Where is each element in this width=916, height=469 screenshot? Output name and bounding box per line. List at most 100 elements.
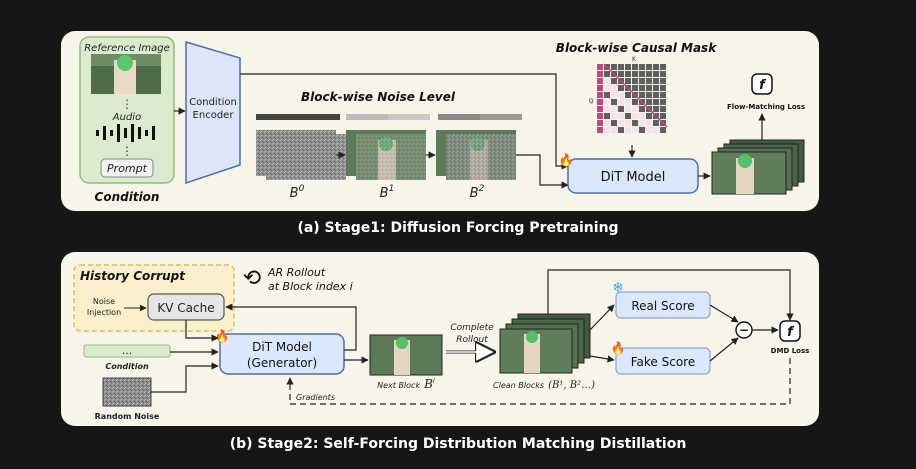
mask-cell bbox=[660, 78, 666, 84]
reference-image-label: Reference Image bbox=[84, 43, 170, 54]
mask-cell bbox=[639, 92, 645, 98]
mask-cell bbox=[632, 113, 638, 119]
mask-cell bbox=[646, 78, 652, 84]
loss-symbol-stage1: f bbox=[759, 78, 767, 93]
mask-cell bbox=[646, 113, 652, 119]
mask-cell bbox=[618, 85, 624, 91]
condition-input: ... Condition bbox=[83, 344, 171, 371]
mask-cell bbox=[660, 113, 666, 119]
ar-rollout-line2: at Block index i bbox=[268, 280, 353, 293]
mask-cell bbox=[639, 85, 645, 91]
audio-label: Audio bbox=[112, 112, 141, 123]
random-noise-label: Random Noise bbox=[95, 412, 160, 421]
mask-cell bbox=[660, 92, 666, 98]
dit-model-label: DiT Model bbox=[601, 170, 666, 185]
mask-cell bbox=[618, 99, 624, 105]
mask-cell bbox=[611, 78, 617, 84]
loss-symbol-stage2: f bbox=[787, 325, 795, 340]
mask-cell bbox=[611, 120, 617, 126]
mask-cell bbox=[618, 64, 624, 70]
mask-cell bbox=[611, 113, 617, 119]
complete-rollout-line1: Complete bbox=[450, 323, 494, 333]
mask-cell bbox=[653, 120, 659, 126]
complete-rollout-line2: Rollout bbox=[456, 335, 488, 345]
mask-cell bbox=[653, 106, 659, 112]
mask-cell bbox=[625, 127, 631, 133]
block-label-0: B0 bbox=[290, 184, 305, 201]
fake-score-box: Fake Score 🔥 bbox=[611, 341, 711, 375]
mask-cell bbox=[618, 71, 624, 77]
random-noise-input: Random Noise bbox=[95, 377, 160, 421]
noise-to-dit-arrow bbox=[151, 362, 219, 393]
dmd-loss-label: DMD Loss bbox=[771, 347, 810, 355]
mask-cell bbox=[625, 106, 631, 112]
mask-cell bbox=[611, 92, 617, 98]
gradients-label: Gradients bbox=[296, 393, 335, 402]
fire-icon-fake-score: 🔥 bbox=[611, 341, 626, 355]
mask-cell bbox=[618, 127, 624, 133]
noise-level-title: Block-wise Noise Level bbox=[301, 90, 456, 104]
mask-cell bbox=[597, 127, 603, 133]
mask-cell bbox=[604, 120, 610, 126]
mask-cell bbox=[632, 106, 638, 112]
mask-cell bbox=[625, 64, 631, 70]
real-score-box: Real Score ❄ bbox=[612, 280, 711, 319]
mask-cell bbox=[604, 99, 610, 105]
mask-cell bbox=[632, 64, 638, 70]
mask-cell bbox=[660, 85, 666, 91]
clean-blocks-label: Clean Blocks(B¹, B²…) bbox=[493, 380, 595, 391]
mask-cell bbox=[660, 71, 666, 77]
clean-to-fake-arrow bbox=[589, 355, 615, 363]
minus-operator: − bbox=[735, 321, 753, 339]
condition-ellipsis-1: ⋮ bbox=[121, 97, 133, 111]
mask-cell bbox=[653, 127, 659, 133]
fire-icon-stage1: 🔥 bbox=[559, 153, 574, 167]
noise-bar-1 bbox=[346, 114, 430, 120]
mask-cell bbox=[632, 71, 638, 77]
mask-cell bbox=[611, 127, 617, 133]
mask-cell bbox=[639, 78, 645, 84]
mask-cell bbox=[646, 99, 652, 105]
mask-cell bbox=[604, 106, 610, 112]
stage2-caption: (b) Stage2: Self-Forcing Distribution Ma… bbox=[229, 436, 687, 452]
clean-to-dmd-top-arrow bbox=[547, 269, 794, 321]
mask-cell bbox=[625, 78, 631, 84]
condition-group: Reference Image ⋮ Audio ⋮ Prompt Conditi… bbox=[79, 36, 175, 204]
mask-cell bbox=[646, 71, 652, 77]
condition-encoder: Condition Encoder bbox=[185, 40, 241, 185]
mask-cell bbox=[597, 71, 603, 77]
mask-cell bbox=[646, 85, 652, 91]
mask-cell bbox=[597, 99, 603, 105]
mask-cell bbox=[625, 99, 631, 105]
mask-cell bbox=[597, 78, 603, 84]
mask-cell bbox=[597, 113, 603, 119]
mask-cell bbox=[632, 78, 638, 84]
condition-label: Condition bbox=[95, 190, 160, 204]
next-block-frame bbox=[369, 334, 443, 376]
mask-cell bbox=[618, 92, 624, 98]
mask-k-label: K bbox=[632, 56, 637, 63]
mask-cell bbox=[653, 64, 659, 70]
history-corrupt-title: History Corrupt bbox=[80, 269, 186, 283]
history-corrupt-box: History Corrupt Noise Injection KV Cache bbox=[73, 264, 235, 332]
block-label-1: B1 bbox=[380, 184, 395, 201]
reference-image-thumbnail bbox=[91, 54, 161, 94]
mask-cell bbox=[639, 120, 645, 126]
mask-cell bbox=[625, 120, 631, 126]
mask-cell bbox=[604, 92, 610, 98]
noise-bar-2 bbox=[438, 114, 522, 120]
block-label-2: B2 bbox=[470, 184, 485, 201]
mask-cell bbox=[639, 127, 645, 133]
mask-cell bbox=[625, 92, 631, 98]
mask-diagonal bbox=[603, 63, 668, 128]
flow-matching-loss-label: Flow-Matching Loss bbox=[727, 103, 805, 111]
condition-input-label: Condition bbox=[105, 362, 149, 371]
mask-cell bbox=[611, 85, 617, 91]
mask-cell bbox=[660, 99, 666, 105]
mask-cell bbox=[611, 64, 617, 70]
fake-to-minus-arrow bbox=[709, 337, 739, 362]
mask-cell bbox=[597, 92, 603, 98]
causal-mask-title: Block-wise Causal Mask bbox=[556, 41, 717, 55]
